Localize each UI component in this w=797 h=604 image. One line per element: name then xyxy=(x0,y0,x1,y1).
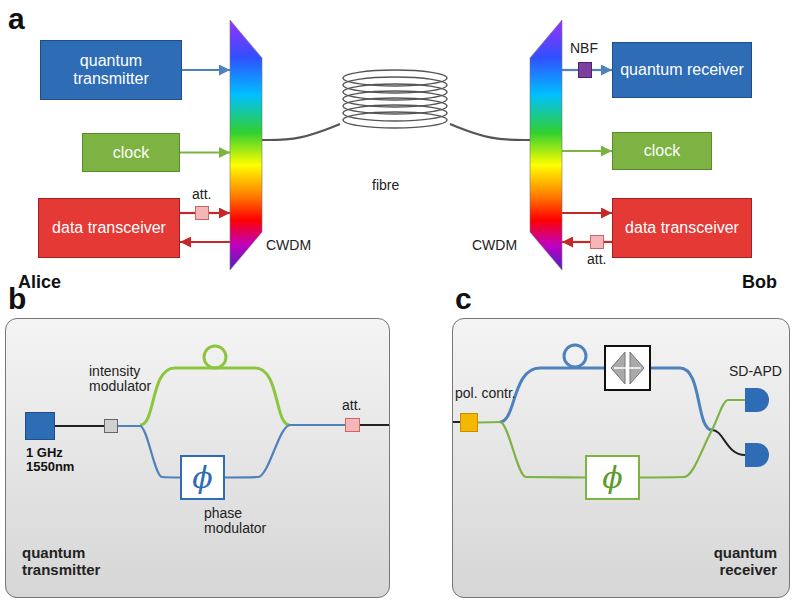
panel-letter: c xyxy=(455,282,472,316)
connector xyxy=(562,241,590,243)
cwdm-multiplexer: CWDM xyxy=(530,20,562,270)
component-label: att. xyxy=(587,252,623,267)
box-label: quantum transmitter xyxy=(41,52,181,87)
connector xyxy=(180,151,230,153)
phase-modulator: ϕ xyxy=(585,455,640,500)
connector xyxy=(604,241,612,243)
attenuator: att. xyxy=(345,418,360,432)
fibre-loop xyxy=(564,345,586,367)
connector xyxy=(478,422,585,478)
clock-box: clock xyxy=(82,133,180,172)
component-label: quantum transmitter xyxy=(22,545,142,578)
phase-symbol: ϕ xyxy=(186,461,218,494)
cwdm-prism xyxy=(230,20,262,270)
panel-letter: b xyxy=(8,282,26,316)
attenuator: att. xyxy=(590,235,604,249)
connector xyxy=(562,69,578,71)
transceiver-box: data transceiver xyxy=(38,198,180,258)
attenuator: att. xyxy=(195,206,209,220)
component-label: CWDM xyxy=(266,238,326,253)
detector-symbol xyxy=(745,443,769,467)
box-label: data transceiver xyxy=(619,219,745,237)
phase-symbol: ϕ xyxy=(596,461,628,494)
component-label: SD-APD xyxy=(729,364,789,379)
delay-path xyxy=(614,367,641,369)
component-label: intensity modulator xyxy=(89,364,175,395)
component-label: CWDM xyxy=(472,238,524,253)
receiver-box: quantum receiver xyxy=(612,42,752,98)
connector xyxy=(118,426,180,478)
cwdm-multiplexer: CWDM xyxy=(230,20,262,270)
party-name: Bob xyxy=(742,272,777,293)
box-label: data transceiver xyxy=(46,219,172,237)
connector xyxy=(592,69,612,71)
cwdm-prism xyxy=(530,20,562,270)
single-photon-detector-outline xyxy=(745,388,770,412)
component-label: att. xyxy=(342,398,378,413)
narrow-band-filter: NBF xyxy=(578,62,592,78)
output-fibre xyxy=(360,424,390,426)
connector xyxy=(180,241,230,243)
fibre-winding xyxy=(343,105,447,121)
detector-symbol xyxy=(745,388,769,412)
connector xyxy=(225,425,345,478)
component-label: NBF xyxy=(570,41,610,56)
intensity-modulator: intensity modulator xyxy=(104,419,118,433)
transceiver-box: data transceiver xyxy=(612,198,752,258)
transmitter-box: quantum transmitter xyxy=(40,40,182,100)
connector xyxy=(182,69,230,71)
component-label: quantum receiver xyxy=(677,545,777,578)
component-label: fibre xyxy=(372,178,432,193)
fibre-spool-outline xyxy=(340,70,450,130)
interferometer-arm xyxy=(140,368,290,425)
box-label: clock xyxy=(107,144,155,162)
input-fibre xyxy=(452,421,460,423)
panel-ground xyxy=(5,318,390,598)
polarisation-controller: pol. contr. xyxy=(460,413,478,432)
cwdm-multiplexer-outline xyxy=(230,20,262,270)
connector xyxy=(640,400,745,478)
component-label: pol. contr. xyxy=(455,386,545,401)
connector xyxy=(262,124,340,140)
connector xyxy=(562,150,612,152)
panel-letter: a xyxy=(8,2,25,36)
box-label: clock xyxy=(638,142,686,160)
component-label: 1 GHz 1550nm xyxy=(26,446,88,475)
component-label: att. xyxy=(192,187,228,202)
panel-ground xyxy=(452,318,790,598)
fibre-spool: fibre xyxy=(340,70,450,130)
connector xyxy=(209,212,230,214)
connector xyxy=(562,212,612,214)
single-photon-detector: SD-APD xyxy=(745,388,770,412)
connector xyxy=(180,212,195,214)
transmitter-panel: quantum transmitter 1 GHz 1550nm intensity… xyxy=(5,318,390,598)
phase-modulator: ϕphase modulator xyxy=(180,455,225,500)
box-label: quantum receiver xyxy=(614,61,750,79)
fibre-winding xyxy=(343,112,447,128)
connector xyxy=(450,124,530,140)
clock-box: clock xyxy=(612,132,712,170)
receiver-panel: quantum receiver pol. contr. ϕ SD-APD xyxy=(452,318,790,598)
cwdm-multiplexer-outline xyxy=(530,20,562,270)
fibre-loop xyxy=(204,346,226,368)
laser-source: 1 GHz 1550nm xyxy=(25,412,55,440)
component-label: phase modulator xyxy=(204,506,294,537)
connector xyxy=(55,425,104,427)
delay-line xyxy=(605,346,650,390)
detector-fibre xyxy=(712,430,745,455)
